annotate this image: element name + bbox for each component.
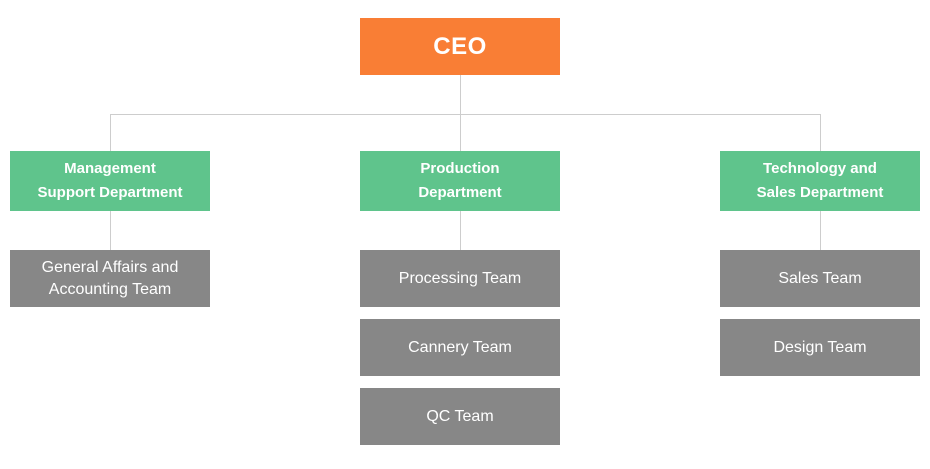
connector-horizontal-bar xyxy=(110,114,821,115)
node-team-qc: QC Team xyxy=(360,388,560,445)
connector-ceo-to-departments xyxy=(460,75,461,151)
connector-dept-left-to-team xyxy=(110,211,111,250)
connector-dept-mid-to-team xyxy=(460,211,461,250)
node-team-general-affairs-accounting: General Affairs and Accounting Team xyxy=(10,250,210,307)
node-team-processing: Processing Team xyxy=(360,250,560,307)
node-dept-technology-sales: Technology and Sales Department xyxy=(720,151,920,211)
node-ceo: CEO xyxy=(360,18,560,75)
node-team-sales: Sales Team xyxy=(720,250,920,307)
connector-drop-left xyxy=(110,114,111,151)
connector-drop-right xyxy=(820,114,821,151)
node-dept-production: Production Department xyxy=(360,151,560,211)
connector-dept-right-to-team xyxy=(820,211,821,250)
node-team-design: Design Team xyxy=(720,319,920,376)
node-dept-management-support: Management Support Department xyxy=(10,151,210,211)
node-team-cannery: Cannery Team xyxy=(360,319,560,376)
